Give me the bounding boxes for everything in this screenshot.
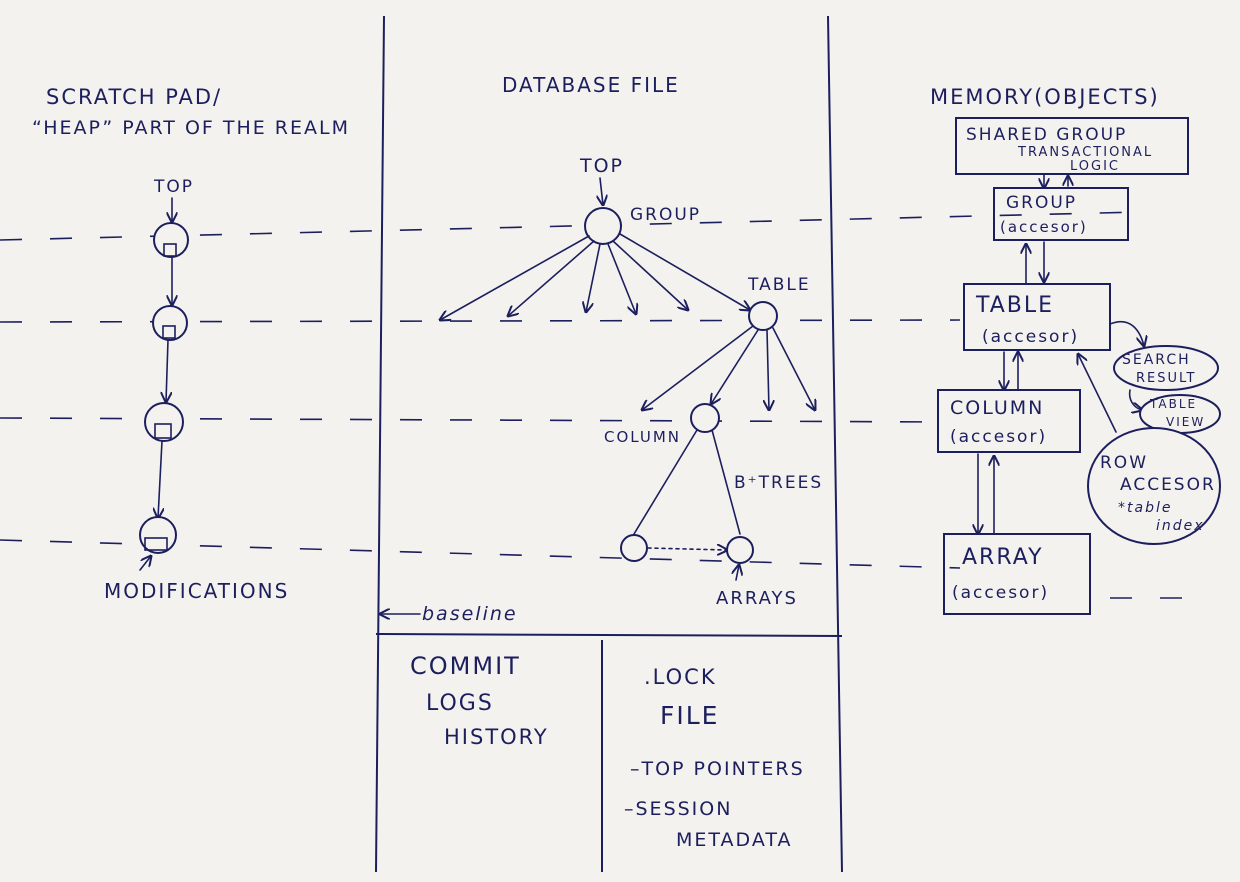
table-accessor-name: TABLE (975, 293, 1054, 318)
database-top-arrow (600, 177, 603, 205)
group-child-1 (440, 235, 590, 320)
group-child-3 (586, 243, 601, 312)
leaf-array-1 (620, 534, 648, 562)
search-result-bubble (1113, 345, 1219, 391)
scratch-title-2: “HEAP” PART OF THE REALM (32, 117, 350, 139)
scratch-node-1 (153, 222, 189, 258)
table-child-3 (767, 329, 769, 410)
lockfile-item-1: –TOP POINTERS (630, 758, 805, 780)
commit-line-2: LOGS (426, 691, 494, 716)
column-accessor-box (937, 389, 1081, 453)
group-accessor-name: GROUP (1006, 193, 1077, 213)
search-to-view-arrow (1128, 389, 1142, 410)
lockfile-item-2b: METADATA (676, 829, 792, 851)
row-accessor-bubble (1087, 427, 1221, 545)
row-accessor-line-2: ACCESOR (1120, 475, 1216, 495)
commit-line-3: HISTORY (444, 725, 549, 749)
search-result-line-2: RESULT (1136, 371, 1196, 386)
group-accessor-sub: (accesor) (1000, 218, 1088, 236)
scratch-node-3-mark (154, 423, 172, 439)
scratch-node-4-mark (144, 537, 168, 551)
array-accessor-name: ARRAY (962, 545, 1044, 570)
table-view-line-2: VIEW (1166, 415, 1205, 429)
level-line-3 (0, 417, 951, 423)
commit-line-1: COMMIT (410, 652, 521, 680)
array-accessor-box (943, 533, 1091, 615)
memory-title: MEMORY(OBJECTS) (930, 85, 1160, 109)
level-line-2 (0, 319, 961, 323)
table-view-line-1: TABLE (1149, 397, 1197, 411)
column-accessor-sub: (accesor) (950, 427, 1047, 447)
btrees-label: B⁺TREES (734, 473, 823, 493)
array-accessor-sub: (accesor) (952, 583, 1049, 603)
shared-group-line-3: LOGIC (1070, 159, 1120, 174)
baseline-separator (375, 633, 843, 637)
arrays-label: ARRAYS (716, 588, 798, 609)
group-child-5 (612, 240, 688, 310)
shared-group-line-1: SHARED GROUP (966, 125, 1127, 145)
leaf-array-2 (726, 536, 754, 564)
table-accessor-sub: (accesor) (982, 327, 1079, 347)
column-label: COLUMN (604, 428, 681, 446)
row-accessor-line-3: *table (1118, 500, 1172, 516)
divider-left (375, 15, 385, 873)
table-node (748, 301, 778, 331)
table-to-column (711, 329, 759, 404)
table-child-4 (772, 327, 815, 410)
scratch-top-label: TOP (153, 177, 194, 197)
baseline-label: baseline (422, 603, 518, 625)
table-label: TABLE (747, 275, 811, 295)
row-accessor-line-1: ROW (1100, 453, 1148, 473)
scratch-link-3 (158, 440, 162, 518)
scratch-node-3 (144, 402, 184, 442)
arrays-arrow (736, 565, 739, 581)
column-branch-left (633, 429, 698, 535)
database-title: DATABASE FILE (502, 73, 680, 97)
group-to-table (619, 233, 750, 310)
search-result-line-1: SEARCH (1122, 352, 1191, 368)
group-child-4 (607, 243, 636, 314)
lockfile-item-2a: –SESSION (624, 798, 732, 820)
group-label: GROUP (630, 205, 701, 225)
modifications-arrow (139, 556, 151, 571)
leaf-sibling-link (647, 548, 727, 550)
shared-group-line-2: TRANSACTIONAL (1017, 145, 1153, 160)
row-to-table-arrow (1078, 354, 1117, 433)
scratch-node-2-mark (162, 325, 176, 339)
shared-group-box (955, 117, 1189, 175)
table-child-1 (642, 325, 754, 410)
lockfile-line-1: .LOCK (644, 665, 717, 689)
group-node (584, 207, 622, 245)
scratch-node-2 (152, 305, 188, 341)
group-child-2 (508, 240, 595, 316)
scratch-link-2 (166, 339, 168, 402)
column-branch-right (711, 429, 741, 535)
group-accessor-box (993, 187, 1129, 241)
row-accessor-line-4: index (1156, 518, 1205, 534)
scratch-node-1-mark (163, 243, 177, 257)
column-accessor-name: COLUMN (950, 397, 1044, 419)
modifications-label: MODIFICATIONS (104, 579, 289, 603)
lockfile-line-2: FILE (660, 701, 719, 730)
table-to-search-arrow (1109, 321, 1144, 346)
scratch-title-1: SCRATCH PAD/ (46, 85, 222, 109)
level-line-1 (0, 211, 1141, 241)
table-accessor-box (963, 283, 1111, 351)
divider-right (827, 15, 843, 873)
column-node (690, 403, 720, 433)
database-top-label: TOP (579, 155, 624, 177)
